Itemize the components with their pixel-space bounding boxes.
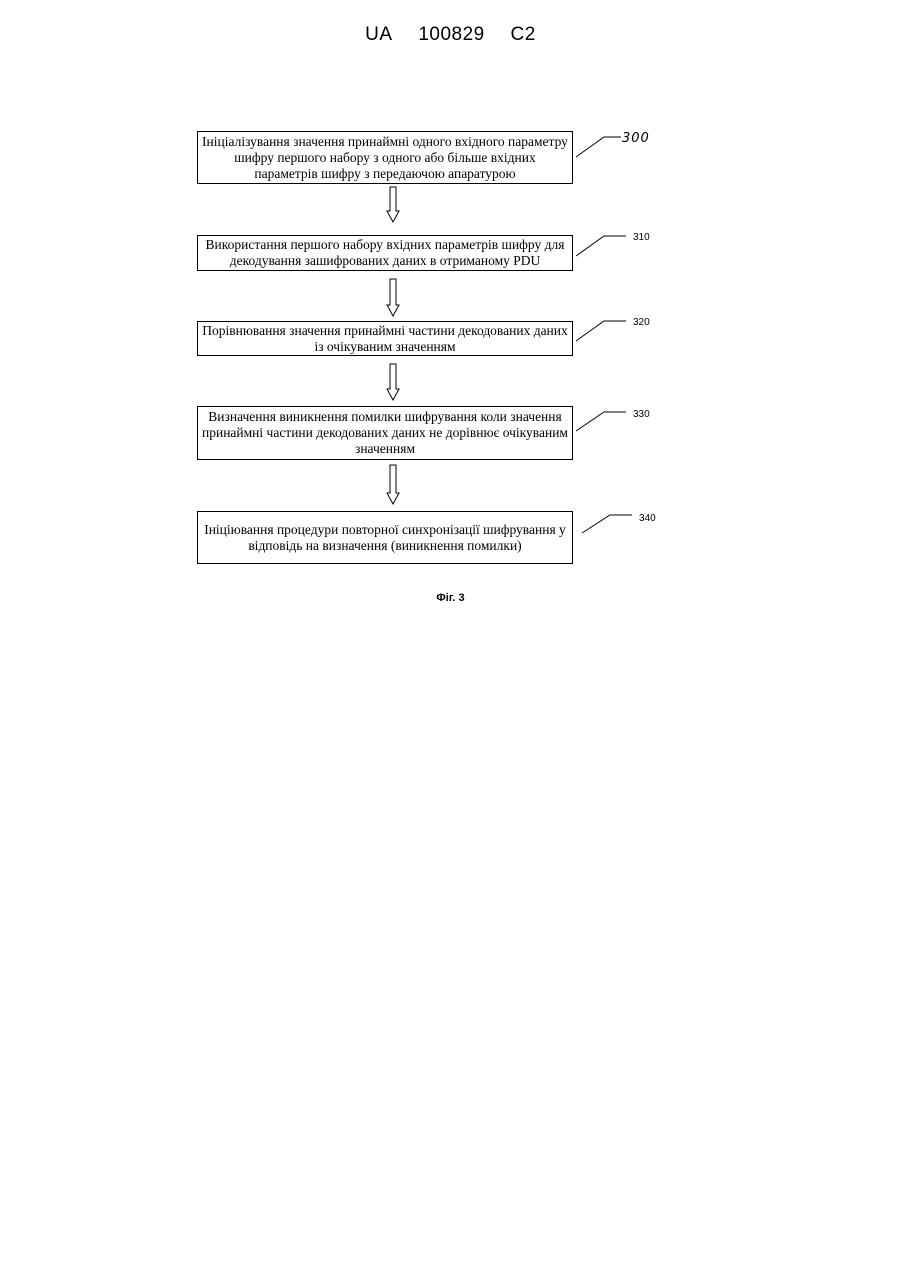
reference-number-330: 330 <box>633 409 650 420</box>
flowchart-step-330: Визначення виникнення помилки шифрування… <box>197 406 573 460</box>
leader-line-330 <box>576 412 626 431</box>
patent-header: UA 100829 C2 <box>0 24 901 46</box>
reference-number-340: 340 <box>639 513 656 524</box>
arrow-down-icon <box>387 465 399 504</box>
step-text: Ініціювання процедури повторної синхроні… <box>202 522 568 554</box>
leader-line-320 <box>576 321 626 341</box>
flowchart-step-320: Порівнювання значення принаймні частини … <box>197 321 573 356</box>
arrow-down-icon <box>387 187 399 222</box>
step-text: Порівнювання значення принаймні частини … <box>202 323 568 355</box>
flowchart-step-310: Використання першого набору вхідних пара… <box>197 235 573 271</box>
leader-line-340 <box>582 515 632 533</box>
leader-line-300 <box>576 137 621 157</box>
arrow-down-icon <box>387 364 399 400</box>
reference-number-300: 300 <box>622 131 650 146</box>
patent-number: 100829 <box>418 24 484 45</box>
step-text: Ініціалізування значення принаймні одног… <box>202 134 568 182</box>
flowchart-step-340: Ініціювання процедури повторної синхроні… <box>197 511 573 564</box>
arrow-down-icon <box>387 279 399 316</box>
figure-caption: Фіг. 3 <box>0 592 901 604</box>
flowchart-step-300: Ініціалізування значення принаймні одног… <box>197 131 573 184</box>
reference-number-310: 310 <box>633 232 650 243</box>
patent-country: UA <box>365 24 392 45</box>
patent-kind: C2 <box>511 24 536 45</box>
step-text: Використання першого набору вхідних пара… <box>202 237 568 269</box>
reference-number-320: 320 <box>633 317 650 328</box>
leader-line-310 <box>576 236 626 256</box>
step-text: Визначення виникнення помилки шифрування… <box>202 409 568 457</box>
